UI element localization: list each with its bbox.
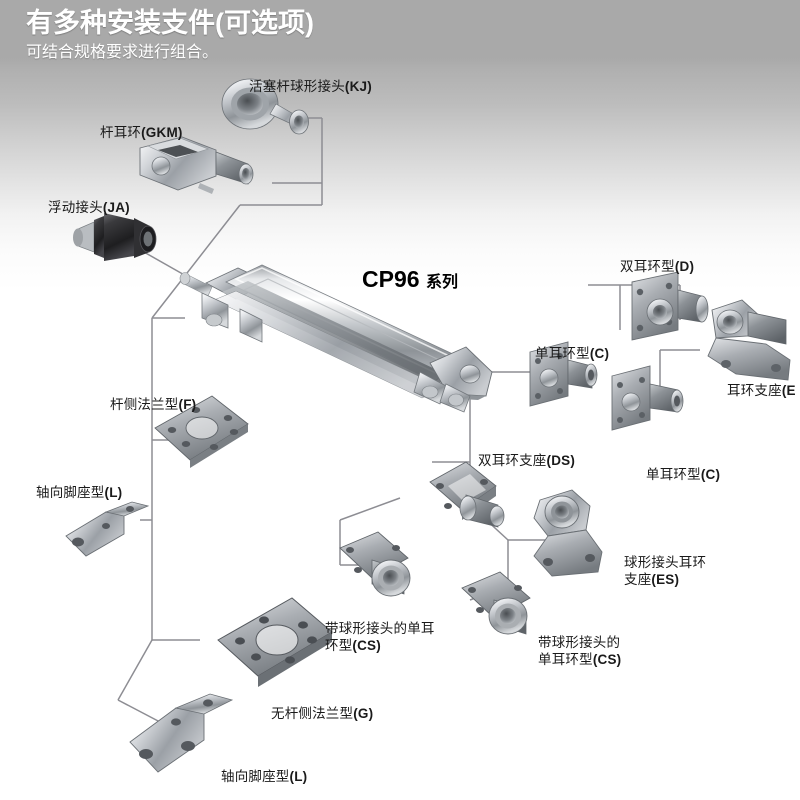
part-d-artwork bbox=[631, 271, 709, 341]
label-cs1-line2: 环型(CS) bbox=[325, 638, 381, 653]
part-gkm-artwork bbox=[139, 136, 254, 194]
page-subtitle: 可结合规格要求进行组合。 bbox=[26, 44, 219, 61]
part-c1-artwork bbox=[529, 341, 598, 407]
label-es-line1: 球形接头耳环 bbox=[624, 555, 707, 570]
part-l1-artwork bbox=[65, 501, 150, 557]
series-suffix: 系列 bbox=[425, 274, 458, 291]
label-ja: 浮动接头(JA) bbox=[48, 200, 130, 215]
label-gkm: 杆耳环(GKM) bbox=[100, 125, 183, 140]
label-es-line2: 支座(ES) bbox=[624, 572, 680, 587]
part-ja-artwork bbox=[73, 213, 157, 261]
part-f-artwork bbox=[154, 395, 249, 468]
label-cs2-line1: 带球形接头的 bbox=[538, 635, 621, 650]
label-ds: 双耳环支座(DS) bbox=[478, 453, 576, 468]
part-es-artwork bbox=[533, 489, 603, 577]
part-g-artwork bbox=[217, 597, 333, 687]
label-kj: 活塞杆球形接头(KJ) bbox=[249, 79, 372, 94]
part-kj-artwork bbox=[221, 78, 309, 135]
part-cylinder-cp96-artwork bbox=[179, 264, 493, 413]
label-g: 无杆侧法兰型(G) bbox=[271, 706, 374, 721]
page-title: 有多种安装支件(可选项) bbox=[26, 8, 314, 38]
series-label: CP96 系列 bbox=[362, 266, 458, 293]
label-c1: 单耳环型(C) bbox=[535, 346, 610, 361]
label-l2: 轴向脚座型(L) bbox=[221, 769, 308, 784]
label-cs2-line2: 单耳环型(CS) bbox=[538, 652, 622, 667]
header: 有多种安装支件(可选项) 可结合规格要求进行组合。 bbox=[26, 6, 766, 64]
part-cs2-artwork bbox=[461, 571, 531, 635]
label-cs1-line1: 带球形接头的单耳 bbox=[325, 621, 435, 636]
label-cs2: 带球形接头的单耳环型(CS) bbox=[538, 634, 621, 668]
label-es: 球形接头耳环支座(ES) bbox=[624, 554, 706, 588]
label-eb: 耳环支座(E bbox=[727, 383, 796, 398]
label-d: 双耳环型(D) bbox=[620, 259, 695, 274]
part-l2-artwork bbox=[129, 693, 234, 773]
part-ds-artwork bbox=[429, 461, 505, 528]
label-cs1: 带球形接头的单耳环型(CS) bbox=[325, 620, 435, 654]
label-l1: 轴向脚座型(L) bbox=[36, 485, 123, 500]
label-c2: 单耳环型(C) bbox=[646, 467, 721, 482]
part-c2-artwork bbox=[611, 365, 684, 431]
label-f: 杆侧法兰型(F) bbox=[110, 397, 197, 412]
part-cs1-artwork bbox=[339, 531, 411, 597]
series-model: CP96 bbox=[362, 266, 420, 292]
part-eb-artwork bbox=[707, 299, 791, 381]
